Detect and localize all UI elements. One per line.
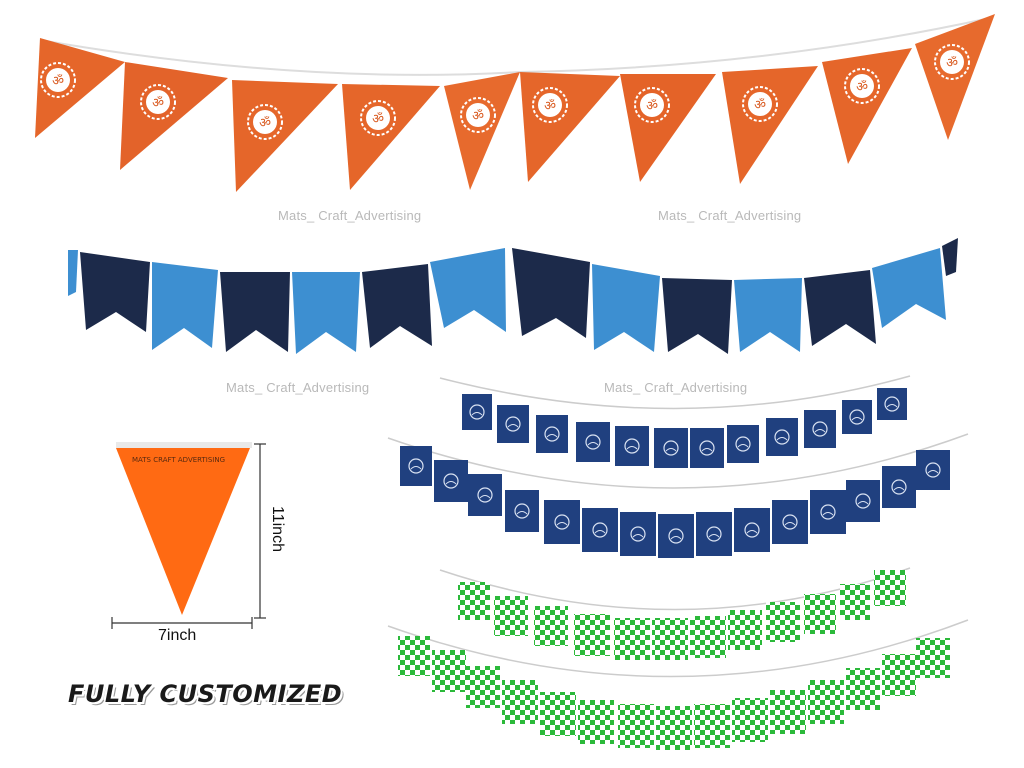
blue-swallowtail-bunting (68, 238, 958, 354)
height-dimension-label: 11inch (269, 506, 286, 552)
watermark-text: Mats_ Craft_Advertising (226, 380, 370, 395)
width-dimension-label: 7inch (158, 627, 197, 644)
royal-blue-emblem-bunting (387, 375, 969, 558)
pennant-brand-text: MATS CRAFT ADVERTISING (132, 456, 226, 464)
watermark-text: Mats_ Craft_Advertising (658, 208, 802, 223)
saffron-om-bunting (35, 14, 995, 192)
watermark-text: Mats_ Craft_Advertising (604, 380, 748, 395)
sample-pennant (111, 442, 266, 629)
fully-customized-badge: FULLY CUSTOMIZED (68, 680, 343, 708)
green-checker-bunting (387, 567, 969, 750)
watermark-text: Mats_ Craft_Advertising (278, 208, 422, 223)
